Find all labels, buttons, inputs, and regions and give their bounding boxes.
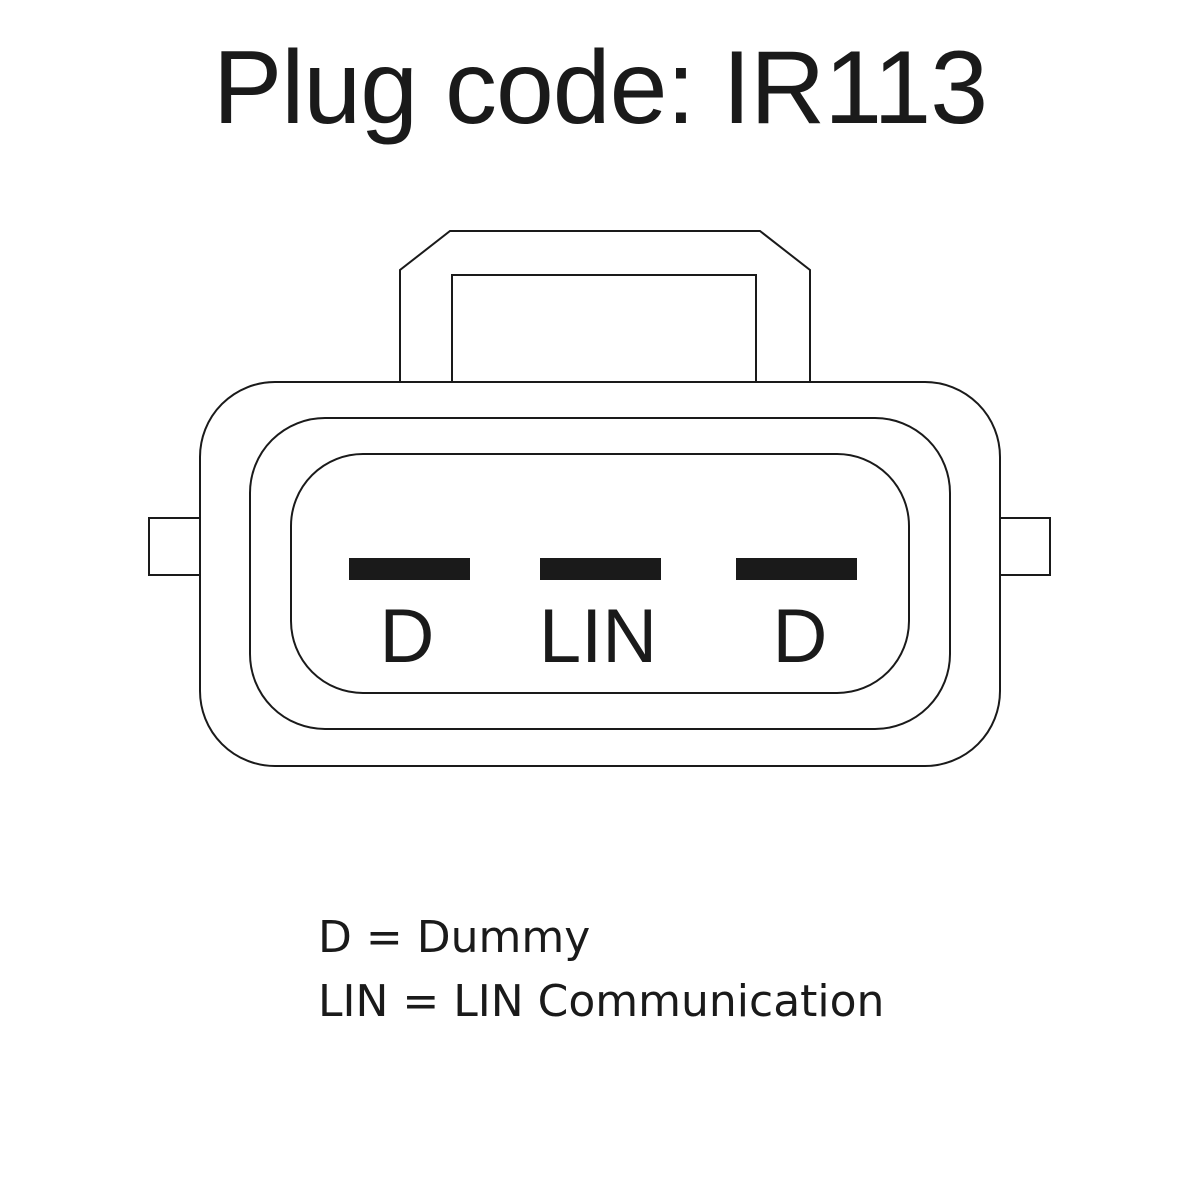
pin-3-label: D [773,594,828,679]
connector-tab-right [1000,517,1051,576]
connector-housing-middle [249,417,951,730]
connector-latch-outer [399,230,811,382]
pin-1-label: D [380,594,435,679]
connector-housing-inner [290,453,910,694]
pin-2-label: LIN [539,594,657,679]
pin-legend: D = Dummy LIN = LIN Communication [318,906,884,1034]
plug-code-title: Plug code: IR113 [212,30,988,146]
legend-item-lin: LIN = LIN Communication [318,976,885,1027]
connector-tab-left [148,517,200,576]
pin-3-blade [736,558,857,580]
pin-1-blade [349,558,470,580]
connector-latch-inner [451,274,757,382]
legend-item-dummy: D = Dummy [318,912,591,963]
pin-2-blade [540,558,661,580]
